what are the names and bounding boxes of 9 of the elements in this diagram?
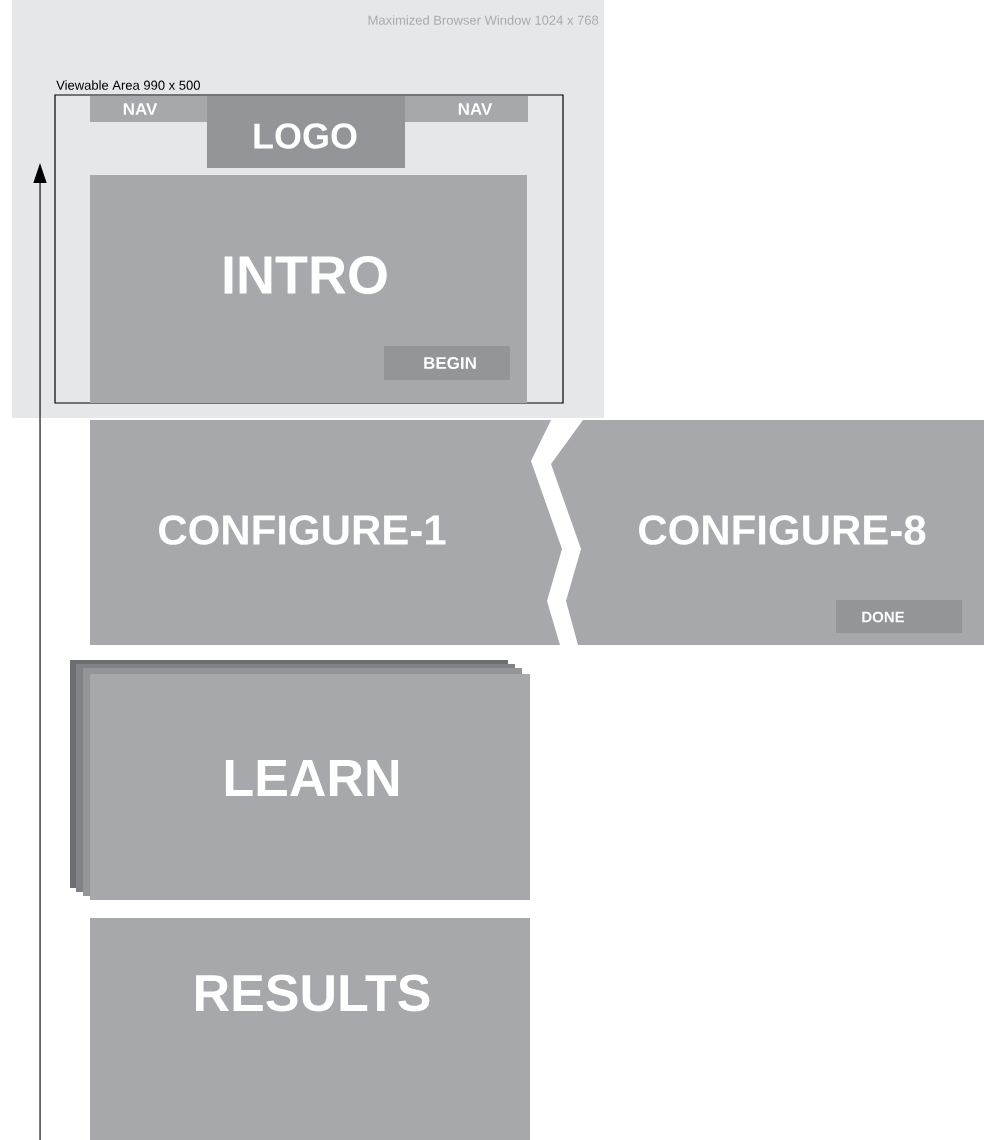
configure-panel: CONFIGURE-1 [90,420,562,645]
nav-bar: NAV [405,96,528,122]
results-panel: RESULTS [90,918,530,1140]
done-button: DONE [836,600,962,633]
header-block: LOGO [207,96,405,168]
node-label: Viewable Area 990 x 500 [56,80,200,90]
learn-panel-stack: LEARN [70,660,530,900]
begin-button: BEGIN [384,346,510,380]
nav-bar: NAV [90,96,207,122]
